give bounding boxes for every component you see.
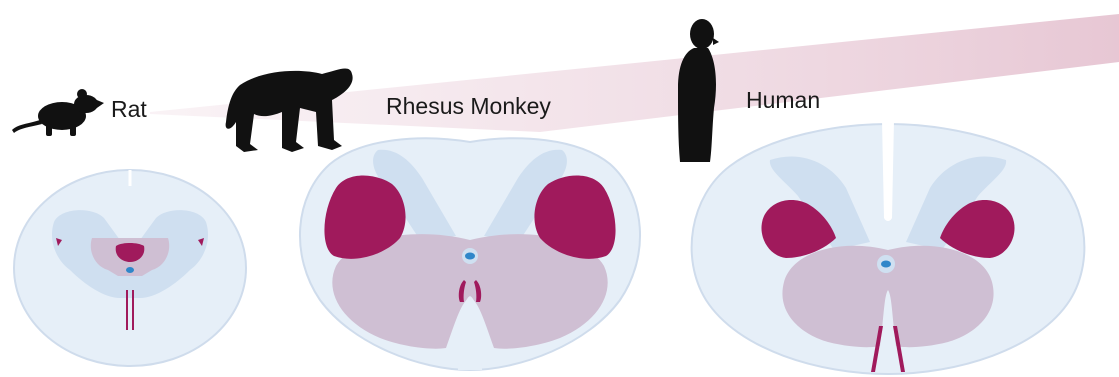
rhesus-monkey-spinal-cord <box>300 138 640 370</box>
human-label: Human <box>746 87 820 113</box>
rat-ventral-tract-left <box>126 290 128 330</box>
rhesus-monkey-label: Rhesus Monkey <box>386 93 551 119</box>
human-icon <box>678 19 719 162</box>
rat-icon <box>12 89 104 136</box>
human-central-canal <box>881 261 891 268</box>
rat-label: Rat <box>111 96 147 122</box>
monkey-central-canal <box>465 253 475 260</box>
rat-central-canal <box>126 267 134 273</box>
rat-spinal-cord <box>14 170 246 366</box>
human-dorsal-fissure <box>882 120 894 221</box>
human-spinal-cord <box>692 120 1085 374</box>
rat-ventral-tract-right <box>132 290 134 330</box>
